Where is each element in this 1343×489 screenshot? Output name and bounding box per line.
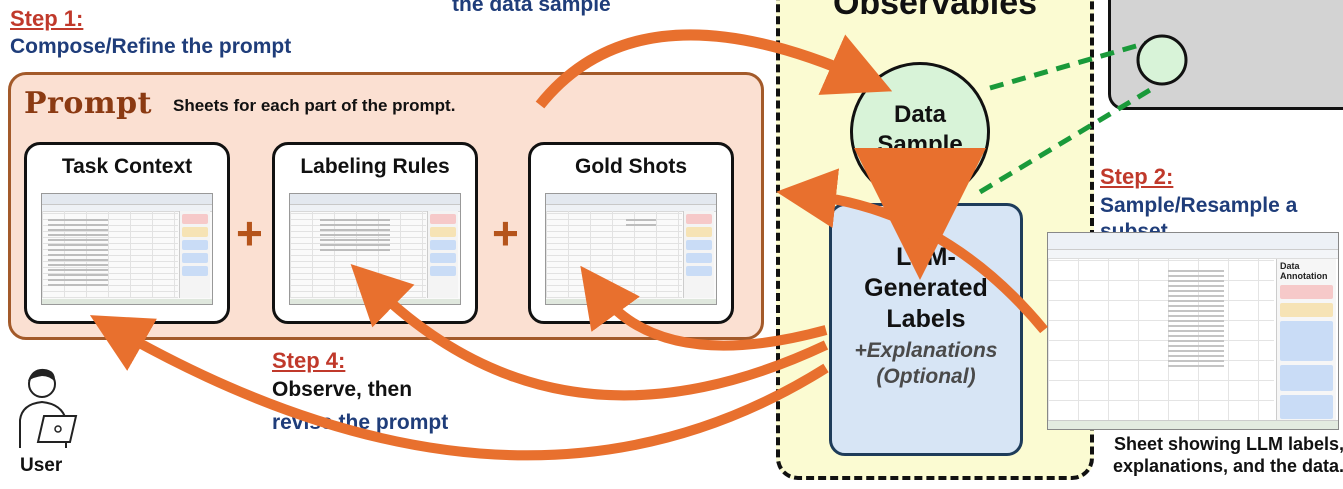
observables-title: Observables bbox=[832, 0, 1038, 22]
step1-text: Compose/Refine the prompt bbox=[10, 35, 292, 58]
step2-title: Step 2: bbox=[1100, 164, 1174, 189]
arrow-note: the data sample bbox=[452, 0, 611, 16]
data-sample-line1: Data bbox=[893, 101, 947, 128]
llm-explanations-label: +Explanations (Optional) bbox=[829, 338, 1023, 390]
llm-expl-line1: +Explanations bbox=[854, 339, 998, 362]
sheet-caption: Sheet showing LLM labels, explanations, … bbox=[1044, 433, 1343, 477]
labeling-rules-label: Labeling Rules bbox=[300, 155, 450, 178]
sheet-caption-line1: Sheet showing LLM labels, bbox=[1113, 434, 1343, 454]
llm-line3: Labels bbox=[886, 305, 966, 333]
llm-expl-line2: (Optional) bbox=[876, 365, 976, 388]
task-context-sheet-thumbnail bbox=[41, 193, 213, 305]
sheet-side-title2: Annotation bbox=[1280, 271, 1328, 281]
llm-labels-sheet-screenshot: Data Annotation bbox=[1047, 232, 1339, 430]
step4-title: Step 4: bbox=[272, 348, 346, 373]
task-context-card[interactable]: Task Context bbox=[24, 142, 230, 324]
sheet-side-title1: Data bbox=[1280, 261, 1300, 271]
plus-icon: + bbox=[492, 207, 519, 259]
plus-icon: + bbox=[236, 207, 263, 259]
prompt-title: Prompt bbox=[24, 86, 152, 121]
sheet-caption-line2: explanations, and the data. bbox=[1112, 456, 1343, 476]
user-label: User bbox=[20, 455, 63, 476]
step2-line1: Sample/Resample a bbox=[1100, 194, 1298, 217]
subset-circle bbox=[1136, 34, 1188, 86]
task-context-label: Task Context bbox=[61, 155, 193, 178]
step4-line1: Observe, then bbox=[272, 378, 413, 401]
gold-shots-label: Gold Shots bbox=[575, 155, 687, 178]
prompt-subtitle: Sheets for each part of the prompt. bbox=[173, 96, 456, 115]
step1-title: Step 1: bbox=[10, 6, 84, 31]
user-icon bbox=[19, 368, 78, 448]
